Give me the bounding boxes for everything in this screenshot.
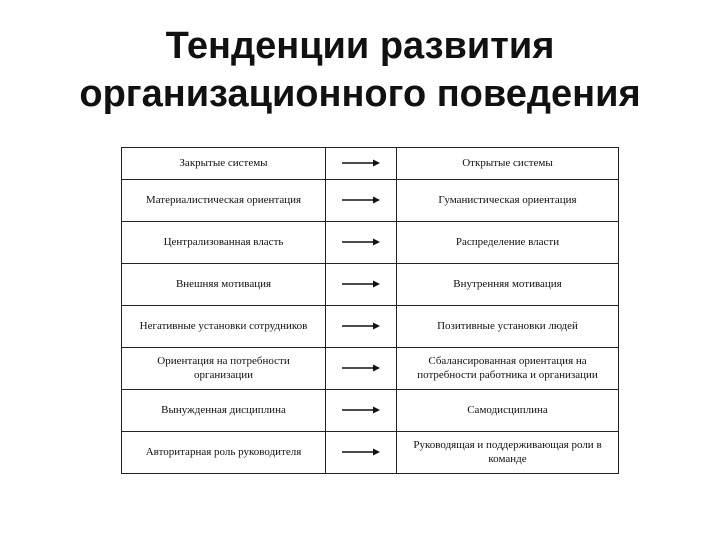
closed-trait: Ориентация на потребности организации — [121, 346, 326, 390]
table-row: Вынужденная дисциплина Самодисциплина — [121, 388, 619, 432]
closed-trait: Централизованная власть — [121, 220, 326, 264]
arrow-cell — [325, 304, 397, 348]
right-arrow-icon — [342, 196, 380, 204]
right-arrow-icon — [342, 159, 380, 167]
right-arrow-icon — [342, 448, 380, 456]
table-row: Материалистическая ориентация Гуманистич… — [121, 178, 619, 222]
right-arrow-icon — [342, 280, 380, 288]
title-line-1: Тенденции развития — [165, 25, 555, 67]
table-row: Негативные установки сотрудников Позитив… — [121, 304, 619, 348]
arrow-cell — [325, 388, 397, 432]
table-row: Ориентация на потребности организации Сб… — [121, 346, 619, 390]
table-header-row: Закрытые системы Открытые системы — [121, 147, 619, 180]
open-trait: Гуманистическая ориентация — [396, 178, 619, 222]
open-trait: Позитивные установки людей — [396, 304, 619, 348]
open-trait: Руководящая и поддерживающая роли в кома… — [396, 430, 619, 475]
arrow-cell — [325, 220, 397, 264]
arrow-cell — [325, 262, 397, 306]
closed-trait: Материалистическая ориентация — [121, 178, 326, 222]
trends-table: Закрытые системы Открытые системы Матери… — [121, 147, 619, 475]
slide-title: Тенденции развития организационного пове… — [0, 22, 720, 118]
open-trait: Внутренняя мотивация — [396, 262, 619, 306]
closed-trait: Негативные установки сотрудников — [121, 304, 326, 348]
header-closed-systems: Закрытые системы — [121, 147, 326, 180]
title-line-2: организационного поведения — [79, 73, 641, 115]
table-row: Централизованная власть Распределение вл… — [121, 220, 619, 264]
right-arrow-icon — [342, 238, 380, 246]
table-row: Авторитарная роль руководителя Руководящ… — [121, 430, 619, 475]
arrow-cell — [325, 147, 397, 180]
closed-trait: Авторитарная роль руководителя — [121, 430, 326, 475]
open-trait: Распределение власти — [396, 220, 619, 264]
right-arrow-icon — [342, 406, 380, 414]
open-trait: Самодисциплина — [396, 388, 619, 432]
right-arrow-icon — [342, 364, 380, 372]
arrow-cell — [325, 346, 397, 390]
header-open-systems: Открытые системы — [396, 147, 619, 180]
arrow-cell — [325, 430, 397, 475]
arrow-cell — [325, 178, 397, 222]
open-trait: Сбалансированная ориентация на потребнос… — [396, 346, 619, 390]
right-arrow-icon — [342, 322, 380, 330]
closed-trait: Внешняя мотивация — [121, 262, 326, 306]
closed-trait: Вынужденная дисциплина — [121, 388, 326, 432]
table-row: Внешняя мотивация Внутренняя мотивация — [121, 262, 619, 306]
